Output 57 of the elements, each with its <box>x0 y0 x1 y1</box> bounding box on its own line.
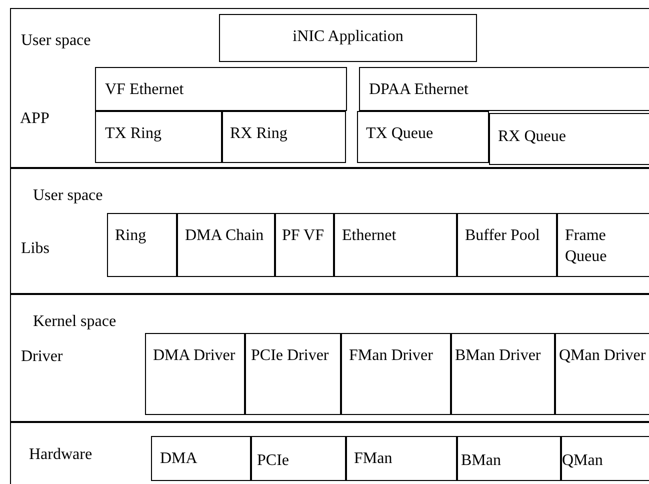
component-label: DMA <box>160 449 198 469</box>
component-label: BMan <box>461 451 502 471</box>
component-label: iNIC Application <box>292 27 404 47</box>
component-label: Frame Queue <box>565 226 608 267</box>
component-box <box>107 213 177 277</box>
component-box <box>222 111 346 163</box>
component-box <box>451 333 555 415</box>
component-label: RX Ring <box>230 124 288 144</box>
component-label: Ethernet <box>342 226 398 246</box>
component-label: DPAA Ethernet <box>369 80 470 100</box>
layer-band <box>10 8 649 168</box>
component-box <box>457 436 561 481</box>
component-box <box>457 213 557 277</box>
component-label: BMan Driver <box>455 346 542 366</box>
component-label: RX Queue <box>498 127 567 147</box>
layer-label: APP <box>20 109 50 129</box>
component-box <box>245 333 341 415</box>
layer-label: Libs <box>21 239 50 259</box>
layer-title: Kernel space <box>33 312 116 332</box>
component-box <box>555 333 649 415</box>
layer-band <box>10 168 649 294</box>
component-label: DMA Chain <box>185 226 265 246</box>
component-label: Ring <box>115 226 148 246</box>
component-box <box>346 436 457 481</box>
component-box <box>151 436 251 481</box>
component-box <box>334 213 457 277</box>
component-label: VF Ethernet <box>105 80 185 100</box>
component-box <box>251 436 346 481</box>
component-label: QMan <box>562 451 604 471</box>
component-label: Buffer Pool <box>465 226 541 246</box>
component-box <box>557 213 649 277</box>
component-label: PCIe Driver <box>251 346 330 366</box>
component-label: TX Queue <box>366 124 434 144</box>
layer-band <box>10 294 649 422</box>
component-box <box>341 333 451 415</box>
component-label: PCIe <box>257 451 290 471</box>
component-label: PF VF <box>282 226 325 246</box>
component-box <box>275 213 334 277</box>
component-box <box>219 14 477 62</box>
component-label: FMan <box>354 449 394 469</box>
layer-band <box>10 422 649 484</box>
component-box <box>145 333 245 415</box>
component-box <box>357 111 489 163</box>
component-label: QMan Driver <box>559 346 647 366</box>
component-box <box>177 213 275 277</box>
component-label: DMA Driver <box>153 346 236 366</box>
component-label: TX Ring <box>105 124 162 144</box>
component-box <box>561 436 649 481</box>
layer-title: User space <box>21 31 91 51</box>
component-box <box>95 111 222 163</box>
component-box <box>359 67 649 111</box>
component-box <box>95 67 347 111</box>
component-label: FMan Driver <box>349 346 434 366</box>
layer-label: Hardware <box>29 445 92 465</box>
layer-title: User space <box>33 186 103 206</box>
component-box <box>489 113 649 165</box>
layer-label: Driver <box>21 347 63 367</box>
